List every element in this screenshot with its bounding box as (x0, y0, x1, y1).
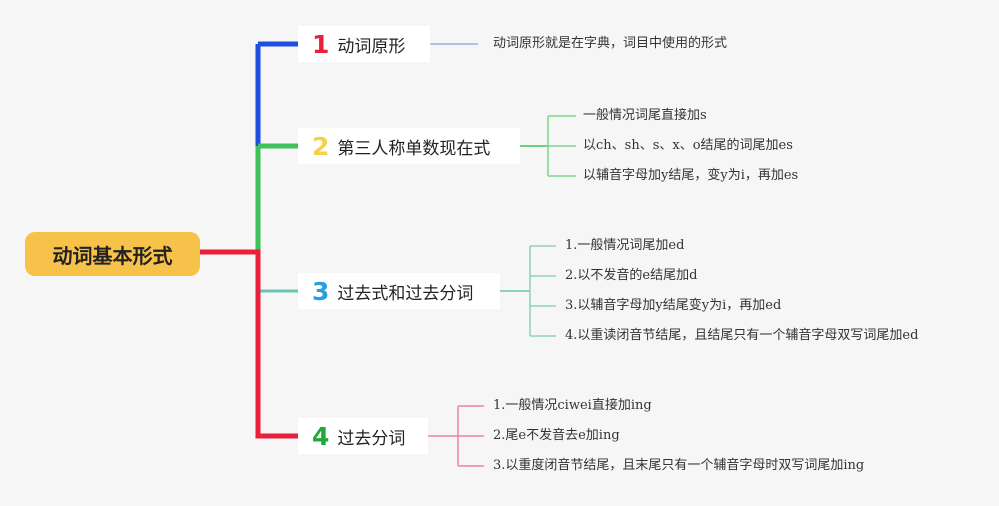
leaf-3-1: 1.一般情况词尾加ed (565, 238, 685, 253)
branch-number-4: 4 (312, 421, 330, 451)
leaf-4-3: 3.以重度闭音节结尾，且末尾只有一个辅音字母时双写词尾加ing (493, 458, 865, 473)
leaf-1-1: 动词原形就是在字典，词目中使用的形式 (493, 36, 728, 51)
branch-number-1: 1 (312, 29, 330, 59)
root-label: 动词基本形式 (52, 243, 173, 268)
branch-node-1[interactable]: 1 动词原形 (298, 26, 430, 62)
leaf-2-2: 以ch、sh、s、x、o结尾的词尾加es (583, 138, 793, 153)
leaf-4-2: 2.尾e不发音去e加ing (493, 428, 620, 443)
branch-node-4[interactable]: 4 过去分词 (298, 418, 428, 454)
leaf-3-3: 3.以辅音字母加y结尾变y为i，再加ed (565, 298, 782, 313)
leaf-4-1: 1.一般情况ciwei直接加ing (493, 398, 652, 413)
branch-label-1: 动词原形 (337, 36, 406, 57)
branch-label-3: 过去式和过去分词 (337, 283, 474, 304)
branch-node-2[interactable]: 2 第三人称单数现在式 (298, 128, 520, 164)
root-node[interactable]: 动词基本形式 (25, 232, 200, 276)
branch-number-3: 3 (312, 276, 330, 306)
branch-number-2: 2 (312, 131, 330, 161)
leaf-3-2: 2.以不发音的e结尾加d (565, 268, 698, 283)
leaf-3-4: 4.以重读闭音节结尾，且结尾只有一个辅音字母双写词尾加ed (565, 328, 919, 343)
leaf-2-3: 以辅音字母加y结尾，变y为i，再加es (583, 168, 799, 183)
leaf-2-1: 一般情况词尾直接加s (583, 108, 707, 123)
branch-node-3[interactable]: 3 过去式和过去分词 (298, 273, 500, 309)
branch-label-4: 过去分词 (337, 428, 406, 449)
branch-label-2: 第三人称单数现在式 (337, 138, 491, 159)
